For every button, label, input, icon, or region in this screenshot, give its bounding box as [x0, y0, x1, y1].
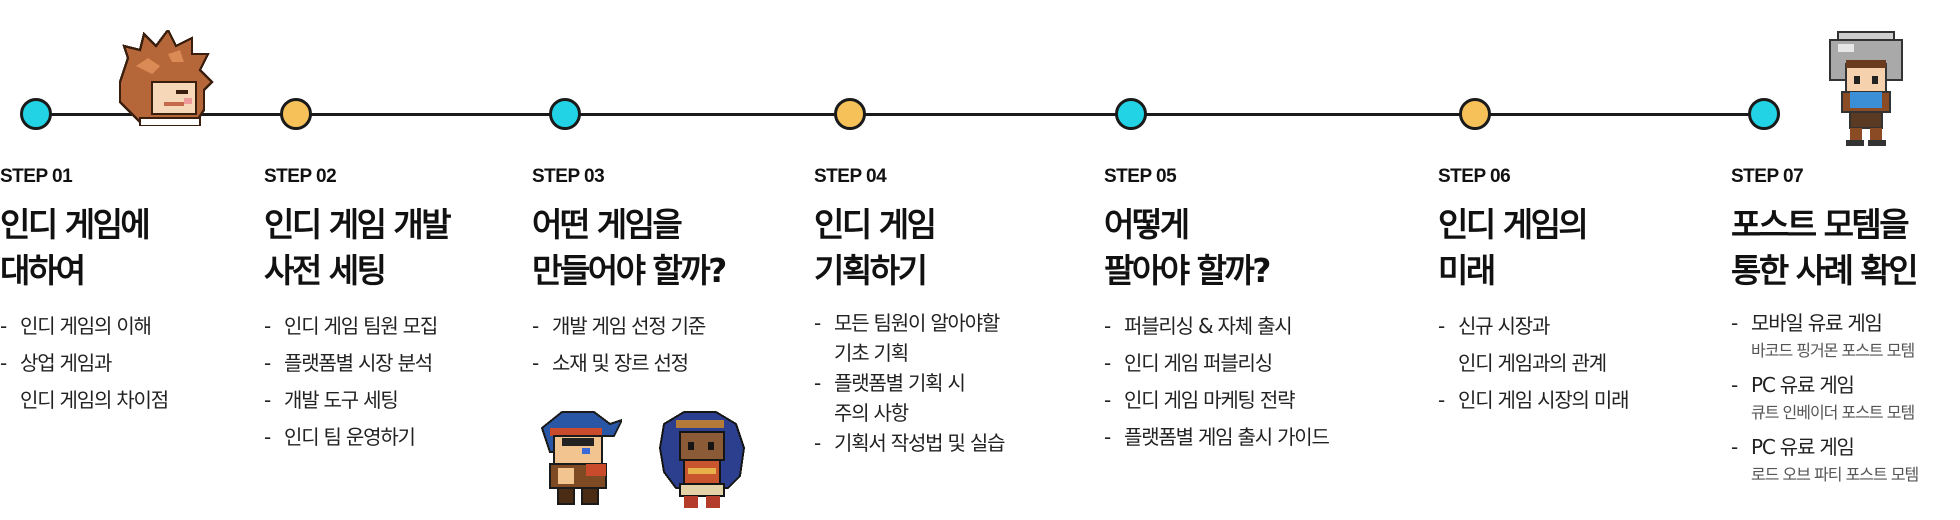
postmortem-subtitle: 로드 오브 파티 포스트 모템: [1751, 465, 1919, 484]
step-title: 인디 게임에 대하여: [0, 202, 168, 294]
step-topics: -인디 게임 팀원 모집 -플랫폼별 시장 분석 -개발 도구 세팅 -인디 팀…: [264, 308, 449, 456]
step-title-line-2: 미래: [1438, 251, 1496, 290]
timeline-dot-1: [20, 98, 52, 130]
step-title-line-1: 어떻게: [1104, 205, 1190, 244]
step-02: STEP 02 인디 게임 개발 사전 세팅 -인디 게임 팀원 모집 -플랫폼…: [264, 166, 452, 456]
timeline-dot-4: [834, 98, 866, 130]
step-title-line-1: 인디 게임: [814, 205, 937, 244]
timeline-dot-7: [1748, 98, 1780, 130]
postmortem-subtitle: 바코드 핑거몬 포스트 모템: [1751, 341, 1915, 360]
step-title-line-1: 어떤 게임을: [532, 205, 683, 244]
step-label: STEP 05: [1104, 166, 1177, 187]
topic-item: -인디 게임 마케팅 전략: [1104, 388, 1295, 412]
step-title: 인디 게임 개발 사전 세팅: [264, 202, 452, 294]
step-03: STEP 03 어떤 게임을 만들어야 할까? -개발 게임 선정 기준 -소재…: [532, 166, 727, 382]
step-label: STEP 01: [0, 166, 73, 187]
step-title-line-2: 기획하기: [814, 251, 928, 290]
step-title-line-1: 포스트 모템을: [1731, 205, 1910, 244]
timeline-dot-3: [549, 98, 581, 130]
step-label: STEP 03: [532, 166, 605, 187]
topic-item: -퍼블리싱 & 자체 출시: [1104, 314, 1293, 338]
topic-item: -소재 및 장르 선정: [532, 351, 689, 375]
step-title-line-2: 대하여: [0, 251, 86, 290]
step-label: STEP 02: [264, 166, 337, 187]
hedgehog-character-sprite: [118, 30, 214, 126]
topic-item: -개발 게임 선정 기준: [532, 314, 706, 338]
step-title-line-2: 팔아야 할까?: [1104, 251, 1271, 290]
topic-item: -인디 게임의 이해: [0, 314, 152, 338]
step-title-line-2: 통한 사례 확인: [1731, 251, 1919, 290]
topic-item: -개발 도구 세팅: [264, 388, 399, 412]
step-title-line-2: 사전 세팅: [264, 251, 387, 290]
topic-item: -플랫폼별 게임 출시 가이드: [1104, 425, 1330, 449]
step-title-line-1: 인디 게임의: [1438, 205, 1589, 244]
step-title: 인디 게임 기획하기: [814, 202, 1004, 294]
step-label: STEP 04: [814, 166, 887, 187]
step-title-line-2: 만들어야 할까?: [532, 251, 727, 290]
blue-hair-girl-sprite: [658, 411, 746, 508]
step-label: STEP 07: [1731, 166, 1804, 187]
step-topics: -퍼블리싱 & 자체 출시 -인디 게임 퍼블리싱 -인디 게임 마케팅 전략 …: [1104, 308, 1330, 456]
postmortem-subtitle: 큐트 인베이더 포스트 모템: [1751, 403, 1915, 422]
timeline-line: [36, 113, 1766, 116]
topic-item: -인디 팀 운영하기: [264, 425, 416, 449]
step-title: 어떤 게임을 만들어야 할까?: [532, 202, 727, 294]
step-title: 어떻게 팔아야 할까?: [1104, 202, 1329, 294]
step-title: 인디 게임의 미래: [1438, 202, 1628, 294]
step-05: STEP 05 어떻게 팔아야 할까? -퍼블리싱 & 자체 출시 -인디 게임…: [1104, 166, 1330, 456]
step-title-line-1: 인디 게임 개발: [264, 205, 452, 244]
bandana-warrior-sprite: [540, 411, 622, 505]
step-title: 포스트 모템을 통한 사례 확인: [1731, 202, 1919, 294]
timeline-dot-2: [280, 98, 312, 130]
step-title-line-1: 인디 게임에: [0, 205, 151, 244]
timeline-dot-5: [1115, 98, 1147, 130]
step-topics: -개발 게임 선정 기준 -소재 및 장르 선정: [532, 308, 725, 382]
timeline-dot-6: [1459, 98, 1491, 130]
topic-item: -플랫폼별 시장 분석: [264, 351, 433, 375]
step-label: STEP 06: [1438, 166, 1511, 187]
topic-item: -인디 게임 시장의 미래: [1438, 388, 1629, 412]
topic-item: -인디 게임 팀원 모집: [264, 314, 438, 338]
topic-item: -인디 게임 퍼블리싱: [1104, 351, 1273, 375]
topic-item: -기획서 작성법 및 실습: [814, 431, 1005, 455]
knight-character-sprite: [1829, 31, 1903, 146]
